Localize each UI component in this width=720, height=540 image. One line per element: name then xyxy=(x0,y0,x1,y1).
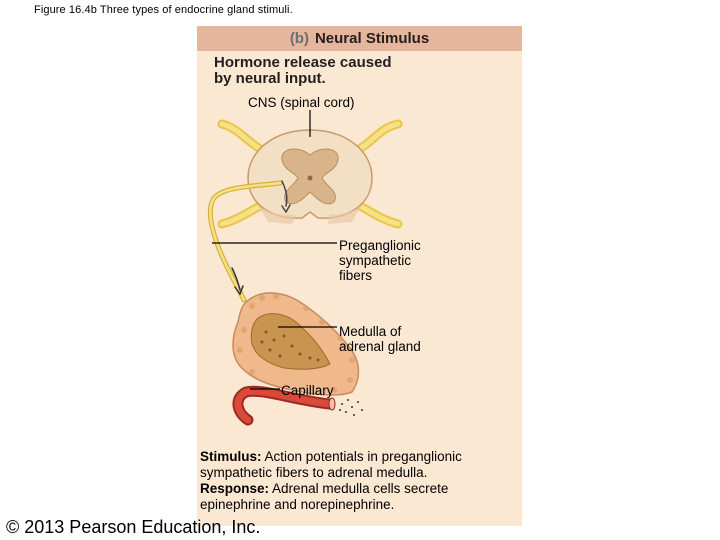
response-line-2: epinephrine and norepinephrine. xyxy=(200,497,395,512)
label-adrenal-medulla: Medulla of adrenal gland xyxy=(339,324,421,354)
spinal-cord-section xyxy=(247,129,373,224)
copyright-notice: © 2013 Pearson Education, Inc. xyxy=(6,517,261,537)
stimulus-response-text: Stimulus: Action potentials in pregangli… xyxy=(200,449,520,513)
response-line-1: Response: Adrenal medulla cells secrete xyxy=(200,481,449,496)
label-leader-lines xyxy=(212,110,337,390)
capillary-vessel xyxy=(232,385,336,426)
stimulus-line-1: Stimulus: Action potentials in pregangli… xyxy=(200,449,462,464)
spinal-nerve-roots xyxy=(217,119,403,229)
figure-panel xyxy=(197,26,522,526)
preganglionic-fiber xyxy=(207,180,291,303)
hormone-molecules xyxy=(339,399,363,416)
panel-header: (b) Neural Stimulus xyxy=(197,26,522,51)
label-preganglionic-fibers: Preganglionic sympathetic fibers xyxy=(339,238,421,283)
panel-lead-text: Hormone release caused by neural input. xyxy=(214,54,392,87)
panel-letter: (b) xyxy=(289,30,309,47)
stimulus-line-2: sympathetic fibers to adrenal medulla. xyxy=(200,465,428,480)
panel-title: Neural Stimulus xyxy=(314,30,430,47)
figure-title: Figure 16.4b Three types of endocrine gl… xyxy=(34,4,293,16)
label-capillary: Capillary xyxy=(281,383,334,398)
adrenal-gland xyxy=(232,292,360,396)
label-cns: CNS (spinal cord) xyxy=(248,95,355,110)
